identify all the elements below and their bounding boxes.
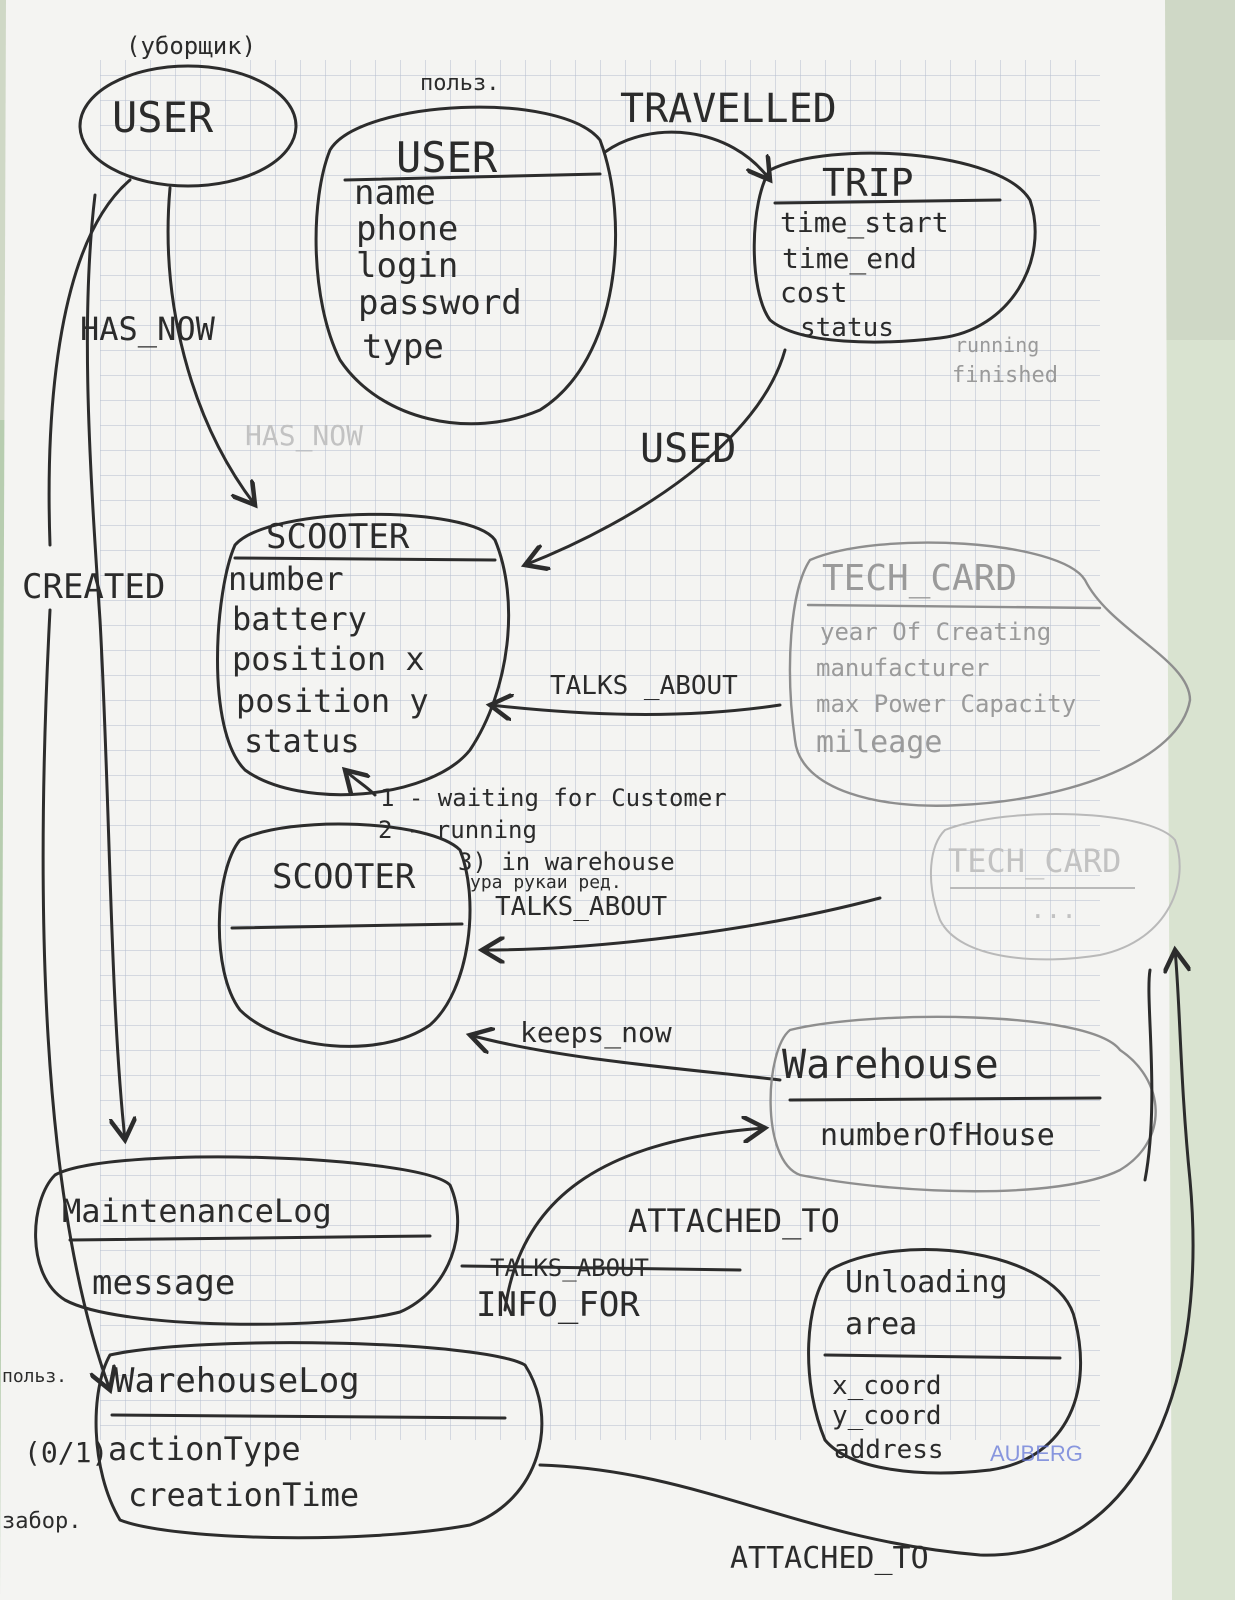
field: login bbox=[356, 246, 458, 286]
field: manufacturer bbox=[816, 654, 989, 682]
edge-label-info-for: INFO_FOR bbox=[476, 1285, 640, 1325]
field: cost bbox=[780, 276, 847, 309]
edge-label-attached-to-1: ATTACHED_TO bbox=[628, 1202, 840, 1240]
node-title: SCOOTER bbox=[266, 517, 410, 557]
edge-label-travelled: TRAVELLED bbox=[620, 86, 837, 132]
strike-through bbox=[460, 1264, 742, 1272]
field: max Power Capacity bbox=[816, 690, 1076, 718]
node-user-main: USER name phone login password type bbox=[314, 105, 618, 426]
field: time_start bbox=[780, 206, 949, 240]
node-trip: TRIP time_start time_end cost status run… bbox=[752, 151, 1058, 388]
edge-label-has-now-erased: HAS_NOW bbox=[245, 419, 363, 453]
edge-label-talks-about-1: TALKS _ABOUT bbox=[550, 671, 738, 701]
node-title: SCOOTER bbox=[272, 857, 416, 897]
node-title: TRIP bbox=[822, 161, 914, 205]
edge-keeps-now bbox=[470, 1035, 782, 1082]
edge-created-b bbox=[85, 193, 125, 1140]
node-warehouse: Warehouse numberOfHouse bbox=[769, 1015, 1157, 1193]
edge-label-talks-about-2: TALKS_ABOUT bbox=[495, 892, 668, 922]
field: message bbox=[92, 1263, 235, 1303]
field: x_coord bbox=[832, 1371, 942, 1401]
node-title: USER bbox=[396, 133, 498, 182]
field: phone bbox=[356, 209, 458, 249]
note-cleaner: (уборщик) bbox=[126, 32, 256, 60]
node-user-cleaner: USER bbox=[78, 64, 298, 188]
field: status bbox=[800, 313, 894, 343]
field: mileage bbox=[816, 725, 942, 760]
node-unloading-area: Unloading area x_coord y_coord address bbox=[807, 1248, 1083, 1475]
node-scooter-main: SCOOTER number battery position x positi… bbox=[216, 512, 511, 797]
edge-talks-about-1 bbox=[490, 705, 782, 714]
node-maintenance-log: MaintenanceLog message bbox=[34, 1155, 460, 1326]
watermark: AUBERG bbox=[990, 1441, 1083, 1466]
status-note: 3) in warehouse bbox=[458, 848, 675, 876]
node-subtitle: area bbox=[845, 1307, 917, 1342]
node-title: TECH_CARD bbox=[822, 558, 1017, 599]
node-title: MaintenanceLog bbox=[62, 1192, 332, 1230]
node-tech-card: TECH_CARD year Of Creating manufacturer … bbox=[788, 541, 1192, 807]
field: name bbox=[354, 173, 436, 213]
field: password bbox=[358, 283, 522, 323]
node-title: USER bbox=[112, 93, 214, 142]
edge-created-c bbox=[41, 608, 110, 1390]
node-title: TECH_CARD bbox=[948, 842, 1121, 880]
status-note: ура рукаи ред. bbox=[470, 872, 622, 893]
edge-label-created: CREATED bbox=[22, 567, 165, 607]
margin-note-ponop: польз. bbox=[2, 1366, 67, 1387]
edge-attached-to-1 bbox=[503, 1128, 765, 1312]
field: battery bbox=[232, 600, 367, 638]
field: type bbox=[362, 327, 444, 367]
margin-note-zabor: забор. bbox=[2, 1509, 81, 1534]
status-value: finished bbox=[952, 363, 1058, 388]
field: position y bbox=[236, 682, 429, 720]
margin-note-zero-one: (0/1) bbox=[24, 1436, 108, 1469]
edge-attached-to-2b bbox=[1143, 968, 1154, 1182]
note-user-type: польз. bbox=[420, 71, 499, 96]
node-title: Warehouse bbox=[782, 1042, 999, 1088]
status-note-arrow bbox=[345, 770, 377, 797]
status-value: running bbox=[955, 333, 1039, 357]
edge-travelled bbox=[603, 130, 770, 180]
edge-label-attached-to-2: ATTACHED_TO bbox=[730, 1541, 929, 1576]
edge-used bbox=[525, 348, 787, 565]
field: address bbox=[834, 1435, 944, 1465]
edge-attached-to-2 bbox=[538, 950, 1195, 1557]
edge-talks-about-2 bbox=[482, 896, 882, 950]
field: numberOfHouse bbox=[820, 1118, 1055, 1153]
field: position x bbox=[232, 640, 425, 678]
field: ... bbox=[1030, 895, 1077, 925]
node-warehouse-log: WarehouseLog actionType creationTime bbox=[94, 1341, 544, 1540]
edge-label-used: USED bbox=[640, 426, 736, 472]
edge-created-a bbox=[47, 178, 132, 547]
status-note: 1 - waiting for Customer bbox=[380, 784, 727, 812]
field: creationTime bbox=[128, 1476, 359, 1514]
node-tech-card-second: TECH_CARD ... bbox=[929, 812, 1181, 961]
field: year Of Creating bbox=[820, 618, 1051, 646]
node-title: WarehouseLog bbox=[114, 1361, 360, 1401]
field: number bbox=[228, 560, 344, 598]
field: status bbox=[244, 722, 360, 760]
edge-label-has-now: HAS_NOW bbox=[80, 310, 216, 348]
field: time_end bbox=[782, 242, 917, 276]
node-scooter-second: SCOOTER bbox=[217, 822, 472, 1048]
edge-has-now bbox=[166, 186, 255, 505]
edge-label-keeps-now: keeps_now bbox=[520, 1016, 672, 1050]
node-title: Unloading bbox=[845, 1265, 1008, 1300]
field: actionType bbox=[108, 1430, 301, 1468]
field: y_coord bbox=[832, 1401, 942, 1431]
